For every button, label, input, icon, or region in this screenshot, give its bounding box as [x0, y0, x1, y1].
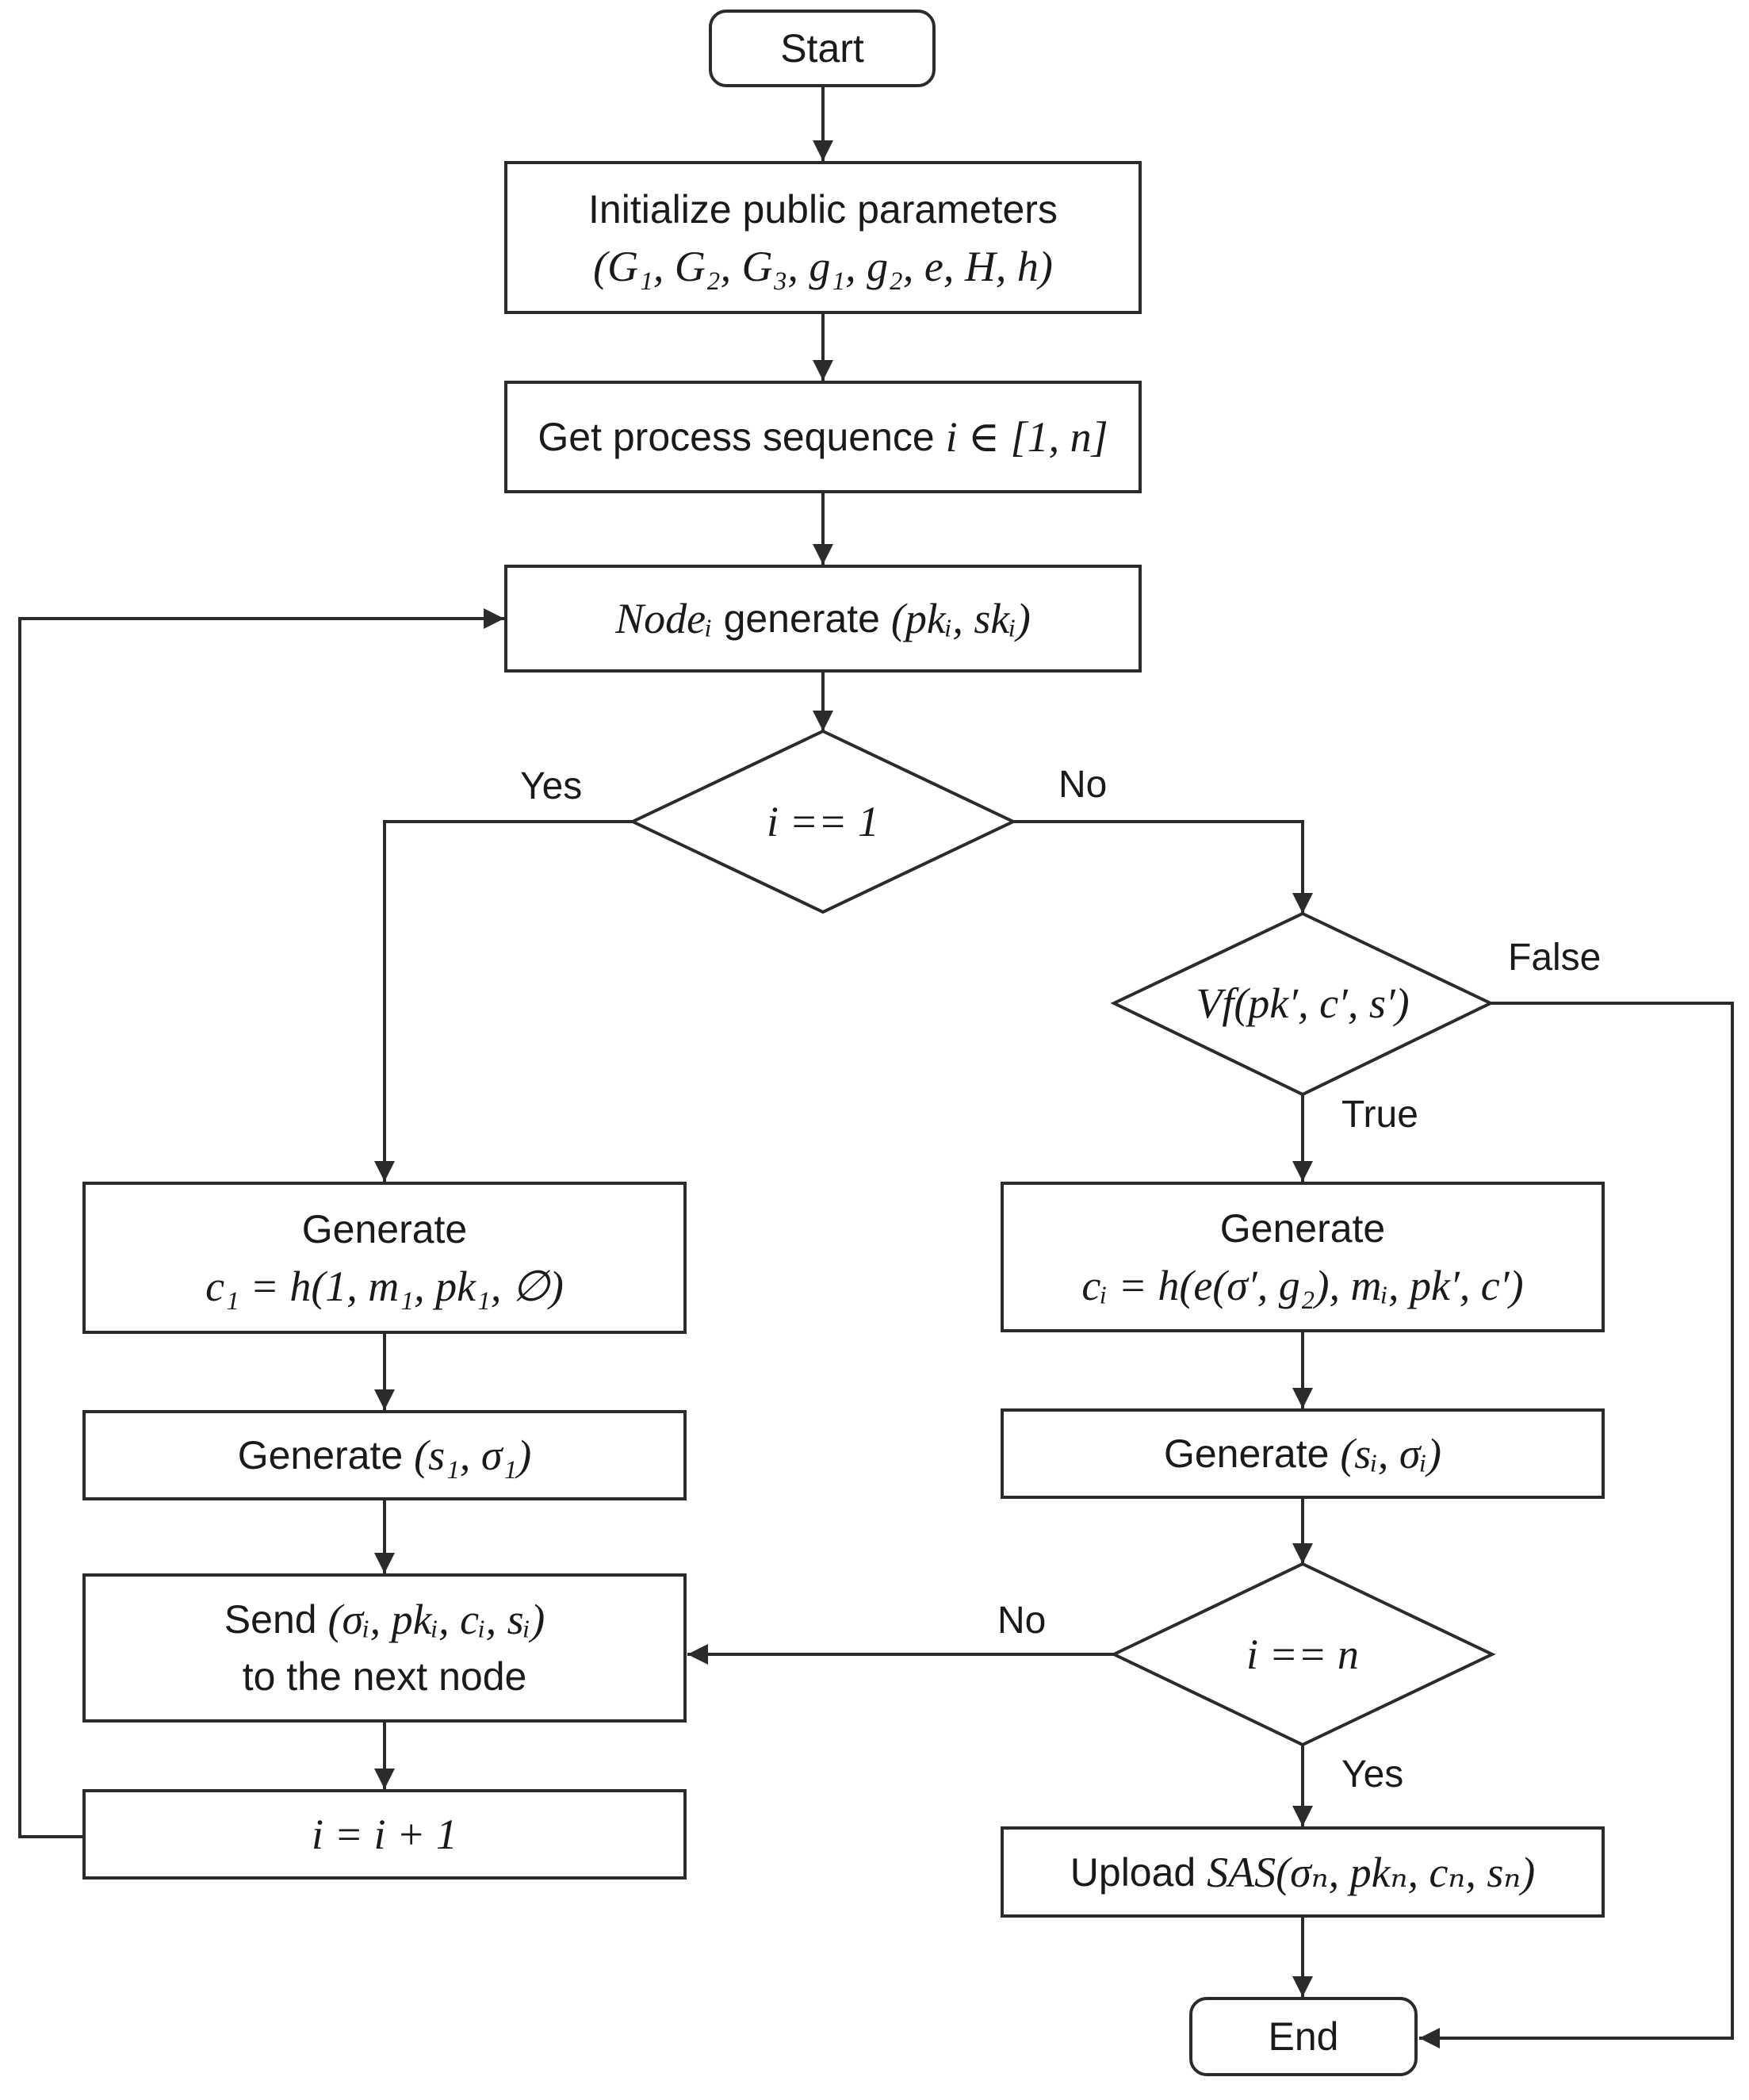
init-params-node: Initialize public parameters (G₁, G₂, G₃…	[504, 161, 1142, 314]
edge-label-no-right: No	[1058, 764, 1108, 806]
start-node: Start	[709, 10, 936, 87]
edge-dec1-yes	[374, 820, 633, 1182]
decision-i-equals-1-shape	[629, 729, 1017, 914]
end-node: End	[1189, 1997, 1418, 2076]
generate-ci-formula: cᵢ = h(e(σ′, g₂), mᵢ, pk′, c′)	[1081, 1262, 1524, 1309]
edge-vf-false	[1419, 1002, 1734, 2048]
send-label: Send	[224, 1597, 328, 1642]
end-label: End	[1268, 2014, 1339, 2059]
get-sequence-node: Get process sequence i ∈ [1, n]	[504, 381, 1142, 493]
upload-formula: SAS(σₙ, pkₙ, cₙ, sₙ)	[1207, 1848, 1536, 1896]
get-sequence-label: Get process sequence	[538, 415, 946, 459]
upload-label: Upload	[1070, 1849, 1207, 1895]
start-label: Start	[780, 26, 864, 71]
generate-s1-formula: (s₁, σ₁)	[414, 1431, 532, 1479]
edge-label-yes-down: Yes	[1341, 1753, 1404, 1795]
decision-i-equals-1-label: i == 1	[767, 798, 879, 845]
generate-c1-node: Generate c₁ = h(1, m₁, pk₁, ∅)	[82, 1182, 687, 1334]
decision-i-equals-n-label: i == n	[1246, 1631, 1359, 1678]
upload-node: Upload SAS(σₙ, pkₙ, cₙ, sₙ)	[1001, 1826, 1605, 1918]
decision-verify-label: Vf(pk′, c′, s′)	[1196, 979, 1410, 1027]
generate-s1-label: Generate	[237, 1433, 415, 1477]
edge-label-no-left: No	[997, 1600, 1047, 1642]
node-generate-keys-node: Nodeᵢ generate (pkᵢ, skᵢ)	[504, 565, 1142, 673]
increment-node: i = i + 1	[82, 1789, 687, 1880]
generate-c1-formula: c₁ = h(1, m₁, pk₁, ∅)	[205, 1263, 564, 1310]
generate-c1-label: Generate	[301, 1207, 468, 1251]
generate-si-label: Generate	[1163, 1431, 1341, 1476]
send-line1: Send (σᵢ, pkᵢ, cᵢ, sᵢ)	[224, 1591, 545, 1648]
edge-label-true: True	[1341, 1094, 1418, 1136]
edge-label-false: False	[1508, 937, 1602, 979]
node-generate-label: generate	[712, 596, 891, 641]
generate-ci-label: Generate	[1219, 1206, 1386, 1251]
generate-s1-node: Generate (s₁, σ₁)	[82, 1410, 687, 1500]
init-params-formula: (G₁, G₂, G₃, g₁, g₂, e, H, h)	[593, 242, 1053, 290]
edge-label-yes-left: Yes	[520, 765, 583, 807]
decision-i-equals-n-shape	[1110, 1562, 1496, 1747]
get-sequence-formula: i ∈ [1, n]	[945, 413, 1108, 461]
init-params-label: Initialize public parameters	[588, 186, 1058, 232]
generate-si-node: Generate (sᵢ, σᵢ)	[1001, 1408, 1605, 1499]
edge-dec1-no	[1013, 820, 1313, 914]
edge-incr-loop	[18, 608, 504, 1838]
decision-verify-shape	[1110, 911, 1494, 1097]
send-line2: to the next node	[242, 1654, 527, 1699]
node-generate-subject: Nodeᵢ	[615, 595, 713, 642]
generate-ci-node: Generate cᵢ = h(e(σ′, g₂), mᵢ, pk′, c′)	[1001, 1182, 1605, 1332]
node-generate-keys: (pkᵢ, skᵢ)	[890, 595, 1031, 642]
send-next-node: Send (σᵢ, pkᵢ, cᵢ, sᵢ) to the next node	[82, 1573, 687, 1723]
generate-si-formula: (sᵢ, σᵢ)	[1340, 1430, 1442, 1477]
send-formula: (σᵢ, pkᵢ, cᵢ, sᵢ)	[327, 1596, 545, 1643]
increment-formula: i = i + 1	[312, 1811, 457, 1858]
